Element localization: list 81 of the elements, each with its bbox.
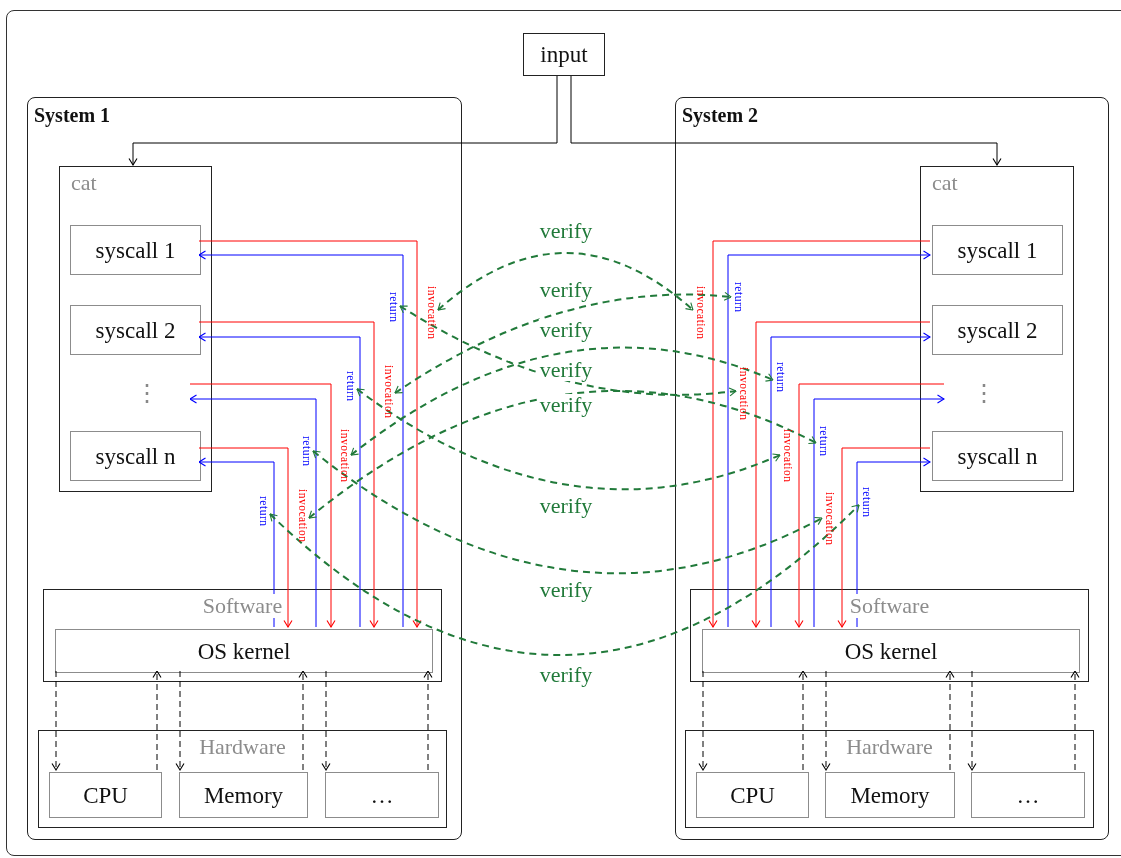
- component-box: [825, 772, 955, 818]
- curved-arrow: [312, 450, 823, 575]
- call-label-text: invocation: [737, 367, 751, 421]
- curved-arrow: [437, 252, 694, 311]
- call-label-text: invocation: [425, 286, 439, 340]
- component-box: [55, 629, 433, 673]
- group-box: [690, 589, 1089, 682]
- curved-arrow: [308, 390, 817, 519]
- component-box: [70, 225, 201, 275]
- call-label-text: return: [344, 370, 358, 402]
- component-box: [70, 305, 201, 355]
- curved-arrow: [399, 305, 737, 397]
- edge-label: verify: [538, 394, 594, 416]
- arrow: [152, 670, 162, 771]
- call-label-text: return: [300, 435, 314, 467]
- arrow: [698, 670, 708, 771]
- arrow: [321, 670, 331, 771]
- component-box: [325, 772, 439, 818]
- call-label-text: invocation: [781, 429, 795, 483]
- call-label-text: invocation: [382, 365, 396, 419]
- edge-label: verify: [538, 359, 594, 381]
- component-box: [179, 772, 308, 818]
- arrow: [423, 670, 433, 771]
- system-panel: [675, 97, 1109, 840]
- curved-arrow: [394, 292, 732, 394]
- arrow: [128, 75, 558, 166]
- curved-arrow: [350, 346, 774, 456]
- call-label-text: invocation: [296, 489, 310, 543]
- component-box: [70, 431, 201, 481]
- group-box: [59, 166, 212, 492]
- component-box: [932, 305, 1063, 355]
- group-box: [43, 589, 442, 682]
- input-box: [523, 33, 605, 76]
- arrow: [821, 670, 831, 771]
- arrow: [967, 670, 977, 771]
- arrow: [856, 457, 931, 628]
- arrow: [570, 75, 1002, 166]
- arrow: [798, 670, 808, 771]
- edge-label: verify: [538, 579, 594, 601]
- system-title: System 2: [682, 104, 759, 127]
- arrow: [1070, 670, 1080, 771]
- edge-label: verify: [538, 495, 594, 517]
- arrow: [189, 383, 336, 628]
- edge-label: verify: [538, 319, 594, 341]
- curved-arrow: [269, 504, 860, 656]
- call-label-text: invocation: [338, 429, 352, 483]
- component-box: [696, 772, 809, 818]
- system-panel: [27, 97, 462, 840]
- arrow: [198, 447, 293, 628]
- curved-arrow: [356, 388, 781, 490]
- component-box: [932, 431, 1063, 481]
- arrow: [189, 394, 317, 628]
- edge-label: verify: [538, 220, 594, 242]
- call-label-text: return: [387, 291, 401, 323]
- call-label-text: return: [774, 361, 788, 393]
- arrow: [837, 447, 931, 628]
- call-label-text: return: [817, 425, 831, 457]
- group-box: [38, 730, 447, 828]
- call-label-text: return: [860, 486, 874, 518]
- arrow: [198, 457, 275, 628]
- arrow: [813, 394, 945, 628]
- arrow: [945, 670, 955, 771]
- call-label-text: invocation: [823, 492, 837, 546]
- arrow: [794, 383, 945, 628]
- edge-label: verify: [538, 664, 594, 686]
- arrow: [298, 670, 308, 771]
- call-label-text: return: [732, 281, 746, 313]
- call-label-text: return: [257, 495, 271, 527]
- ellipsis-text: ⋮: [972, 381, 996, 405]
- ellipsis-text: ⋮: [135, 381, 159, 405]
- component-box: [702, 629, 1080, 673]
- system-title: System 1: [34, 104, 111, 127]
- component-box: [971, 772, 1085, 818]
- arrow: [175, 670, 185, 771]
- group-box: [685, 730, 1094, 828]
- arrow: [51, 670, 61, 771]
- edge-label: verify: [538, 279, 594, 301]
- call-label-text: invocation: [694, 286, 708, 340]
- component-box: [932, 225, 1063, 275]
- group-box: [920, 166, 1074, 492]
- component-box: [49, 772, 162, 818]
